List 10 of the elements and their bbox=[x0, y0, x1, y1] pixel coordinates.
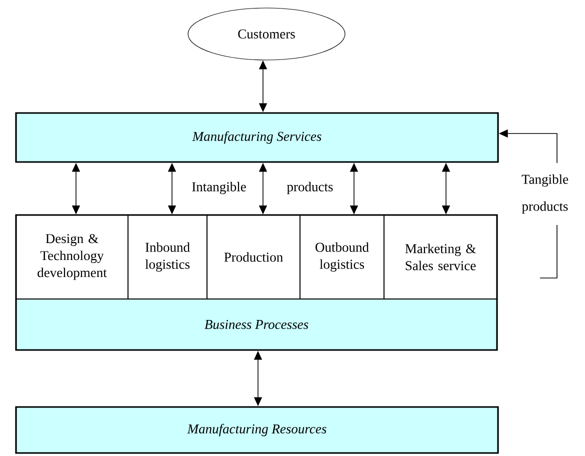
process-cell: Marketing & Sales service bbox=[384, 214, 498, 300]
flow-label: products bbox=[286, 182, 333, 194]
edge-label: Tangible products bbox=[522, 174, 568, 214]
flow-label: Intangible bbox=[192, 182, 246, 194]
layer-box: Manufacturing Resources bbox=[15, 406, 499, 454]
layer-box: Manufacturing Services bbox=[15, 112, 499, 163]
process-cell: Outbound logistics bbox=[300, 214, 384, 300]
process-cell: Production bbox=[206, 214, 300, 300]
process-cell: Design & Technology development bbox=[16, 214, 128, 300]
process-cell: Inbound logistics bbox=[128, 214, 208, 300]
